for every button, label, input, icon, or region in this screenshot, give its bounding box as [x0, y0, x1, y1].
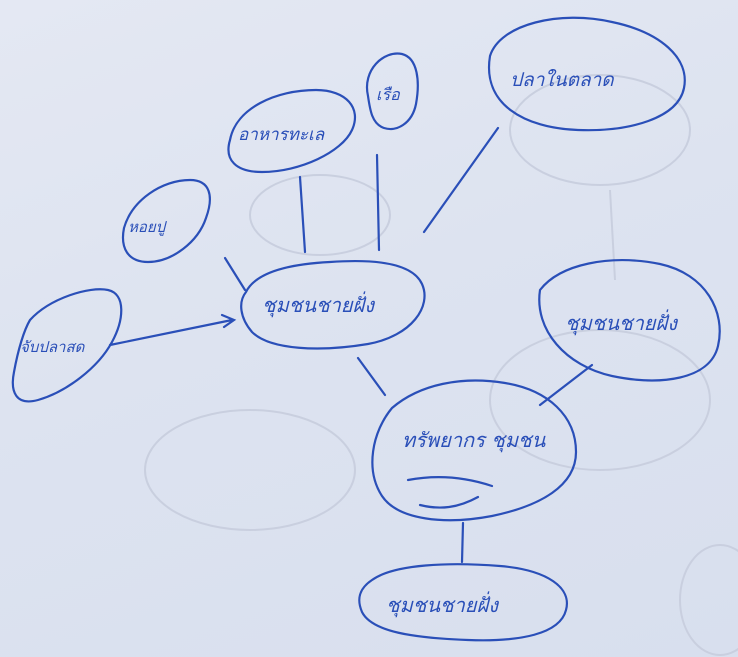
node-top-hub: ชุมชนชายฝั่ง — [240, 259, 426, 350]
edge-hub-fishing — [108, 313, 237, 347]
edge-hub-boat — [375, 153, 381, 252]
boat-label: เรือ — [376, 85, 401, 104]
edge-hub-seafood — [298, 175, 307, 254]
seafood-label: อาหารทะเล — [238, 125, 326, 145]
edge-center-bottom-hub — [460, 521, 465, 564]
bottom-hub-label: ชุมชนชายฝั่ง — [386, 591, 499, 618]
show-through-marks — [144, 74, 738, 656]
node-right-hub: ชุมชนชายฝั่ง — [538, 259, 721, 382]
node-center: ทรัพยากร ชุมชน — [371, 379, 578, 522]
node-fish-market: ปลาในตลาด — [487, 16, 686, 132]
node-bottom-hub: ชุมชนชายฝั่ง — [358, 563, 568, 642]
right-hub-label: ชุมชนชายฝั่ง — [565, 309, 678, 336]
connector-lines — [108, 126, 594, 564]
node-fishing: จับปลาสด — [11, 288, 123, 403]
shellfish-label: หอยปู — [128, 218, 168, 236]
edge-center-top-hub — [356, 356, 387, 397]
edge-hub-fish-market — [422, 126, 500, 234]
edge-hub-shellfish — [223, 256, 247, 292]
node-boat: เรือ — [365, 52, 419, 131]
fish-market-label: ปลาในตลาด — [510, 68, 615, 91]
top-hub-label: ชุมชนชายฝั่ง — [262, 291, 375, 318]
node-seafood: อาหารทะเล — [227, 88, 357, 174]
node-shellfish: หอยปู — [121, 178, 211, 264]
fishing-label: จับปลาสด — [20, 338, 86, 356]
edge-center-right-hub — [538, 363, 594, 407]
center-label-line1: ทรัพยากร ชุมชน — [402, 428, 547, 453]
